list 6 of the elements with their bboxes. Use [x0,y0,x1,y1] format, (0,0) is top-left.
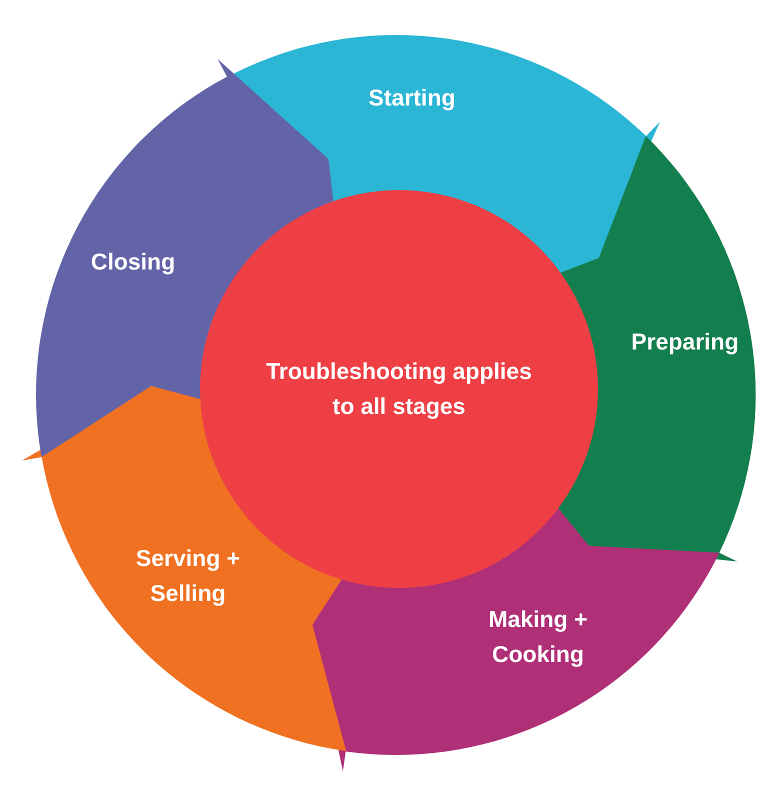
stage-label: Preparing [630,327,740,356]
stage-label: Starting [368,84,456,112]
stage-label: Making + Cooking [487,604,589,669]
center-label: Troubleshooting applies to all stages [265,357,533,421]
stage-label: Serving + Selling [134,544,242,608]
stage-label: Closing [90,247,176,276]
